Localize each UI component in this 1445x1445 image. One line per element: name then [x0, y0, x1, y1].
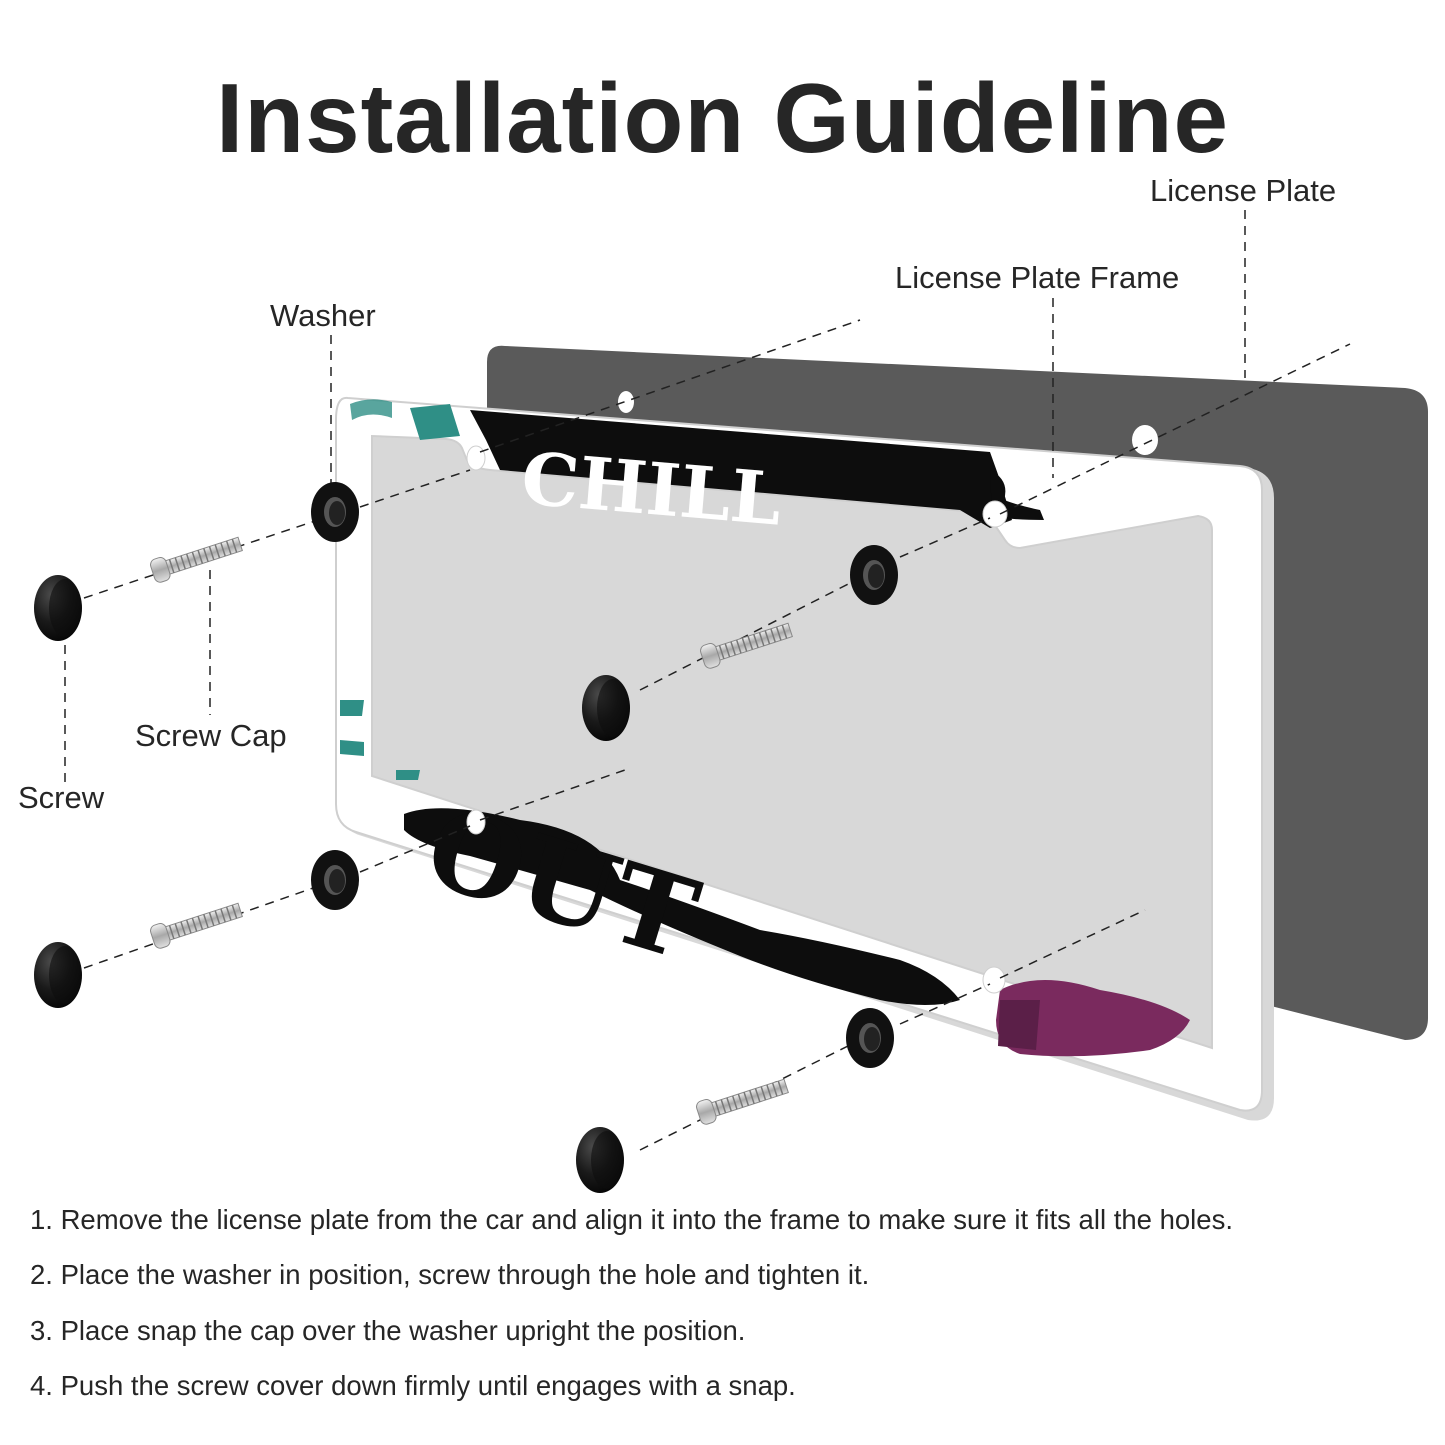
- screw-cap-icon: [34, 575, 82, 641]
- screw-cap-icon: [582, 675, 630, 741]
- screw-cap-icon: [576, 1127, 624, 1193]
- page-title: Installation Guideline: [215, 63, 1229, 173]
- washer-icon: [311, 482, 359, 542]
- screw-icon: [148, 531, 245, 585]
- label-washer: Washer: [270, 298, 376, 333]
- washer-icon: [311, 850, 359, 910]
- screw-icon: [148, 897, 245, 951]
- label-screw: Screw: [18, 780, 105, 815]
- plate-hole: [618, 391, 634, 413]
- washer-icon: [846, 1008, 894, 1068]
- step-3: 3. Place snap the cap over the washer up…: [30, 1315, 746, 1346]
- washer-icon: [850, 545, 898, 605]
- step-1: 1. Remove the license plate from the car…: [30, 1204, 1233, 1235]
- label-license-plate: License Plate: [1150, 173, 1337, 208]
- step-4: 4. Push the screw cover down firmly unti…: [30, 1370, 796, 1401]
- step-2: 2. Place the washer in position, screw t…: [30, 1259, 870, 1290]
- label-screw-cap: Screw Cap: [135, 718, 287, 753]
- plate-hole: [1132, 425, 1158, 455]
- label-license-plate-frame: License Plate Frame: [895, 260, 1180, 295]
- screw-cap-icon: [34, 942, 82, 1008]
- frame-art-top: CHILL: [350, 399, 1044, 542]
- screw-icon: [694, 1073, 791, 1127]
